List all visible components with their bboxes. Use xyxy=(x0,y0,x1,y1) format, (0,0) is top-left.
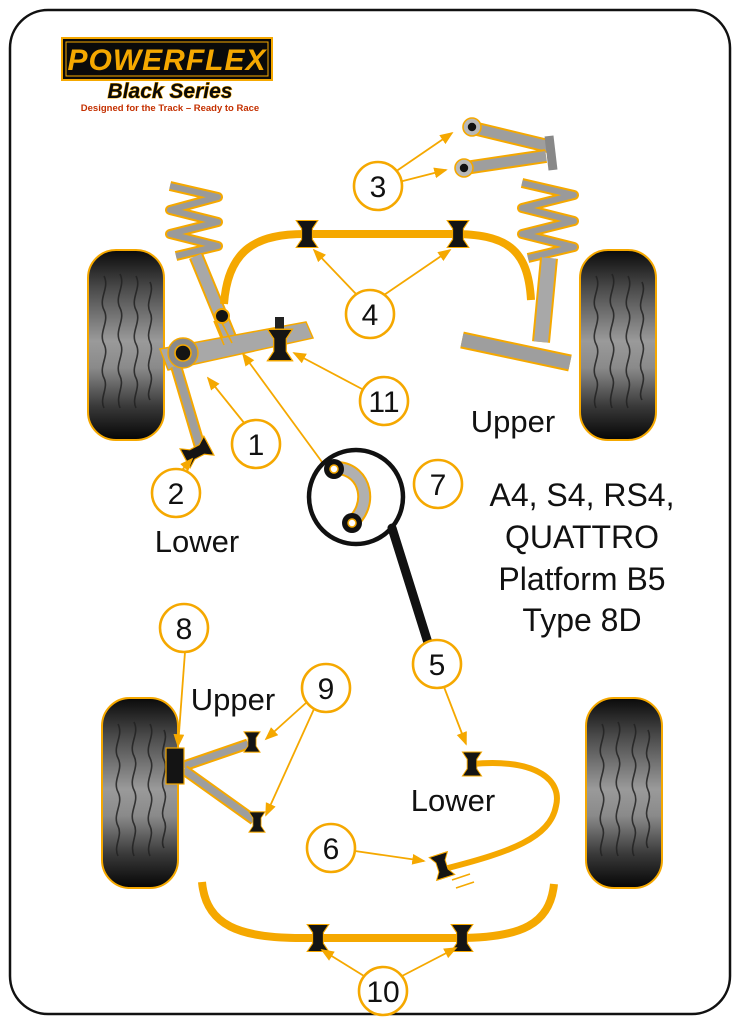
vehicle-line-1: A4, S4, RS4, xyxy=(490,477,675,513)
callout-6: 6 xyxy=(305,822,357,874)
front-right-spring xyxy=(517,178,579,263)
callout-11-number: 11 xyxy=(368,386,399,419)
callout-8-number: 8 xyxy=(176,613,193,646)
rear-left-tire xyxy=(101,697,179,889)
callout-8: 8 xyxy=(158,602,210,654)
rear-lower-label: Lower xyxy=(411,783,495,818)
drop-link-magnifier xyxy=(241,352,434,651)
upper-arm-bush-2 xyxy=(454,158,474,178)
front-suspension xyxy=(87,117,657,469)
callout-2-number: 2 xyxy=(168,478,185,511)
front-right-tire xyxy=(579,249,657,441)
callout-10-number: 10 xyxy=(366,976,399,1009)
front-lower-label: Lower xyxy=(155,524,239,559)
rear-upper-wishbone xyxy=(165,731,266,833)
callout-9-number: 9 xyxy=(318,673,335,706)
magnifier-handle xyxy=(387,523,434,651)
callout-10: 10 xyxy=(357,965,409,1017)
powerflex-logo: POWERFLEX Black Series Designed for the … xyxy=(61,37,273,114)
front-left-tire xyxy=(87,249,165,441)
rear-upper-label: Upper xyxy=(191,682,275,717)
callout-7-number: 7 xyxy=(430,469,447,502)
logo-series-text: Black Series xyxy=(108,80,233,103)
callout-1: 1 xyxy=(230,418,282,470)
bushing-8 xyxy=(165,747,185,785)
rear-right-tire xyxy=(585,697,663,889)
vehicle-model-text: A4, S4, RS4, QUATTRO Platform B5 Type 8D xyxy=(490,477,675,638)
text-labels: Upper Lower Upper Lower A4, S4, RS4, QUA… xyxy=(155,404,675,818)
front-right-lower-arm xyxy=(460,331,572,372)
rear-lower-arm xyxy=(428,751,560,889)
vehicle-line-4: Type 8D xyxy=(522,602,641,638)
front-left-spring xyxy=(165,181,223,261)
logo-box xyxy=(61,37,273,81)
callout-2: 2 xyxy=(150,467,202,519)
front-right-strut xyxy=(532,257,558,343)
upper-arm-bush-1 xyxy=(462,117,482,137)
callouts: 1 2 3 4 5 6 7 8 xyxy=(150,160,464,1017)
callout-arrows xyxy=(173,131,467,977)
front-anti-roll-bar xyxy=(220,219,535,305)
callout-4: 4 xyxy=(344,288,396,340)
callout-9: 9 xyxy=(300,662,352,714)
front-upper-label: Upper xyxy=(471,404,555,439)
rear-anti-roll-bar xyxy=(198,881,558,953)
logo-tagline-text: Designed for the Track – Ready to Race xyxy=(81,103,259,114)
callout-1-number: 1 xyxy=(248,429,265,462)
callout-11: 11 xyxy=(358,375,410,427)
bushing-11-bracket xyxy=(275,317,284,333)
rear-suspension xyxy=(101,697,663,953)
hub-bushing-inner xyxy=(174,344,192,362)
callout-7: 7 xyxy=(412,458,464,510)
callout-3-number: 3 xyxy=(370,171,387,204)
callout-5: 5 xyxy=(411,638,463,690)
pivot-bushing xyxy=(214,308,230,324)
vehicle-line-2: QUATTRO xyxy=(505,519,659,555)
logo-brand-text: POWERFLEX xyxy=(67,44,267,77)
front-upper-arms xyxy=(454,117,558,178)
callout-6-number: 6 xyxy=(323,833,340,866)
callout-5-number: 5 xyxy=(429,649,446,682)
front-left-lower-arm xyxy=(158,308,315,469)
callout-3: 3 xyxy=(352,160,404,212)
callout-4-number: 4 xyxy=(362,299,379,332)
vehicle-line-3: Platform B5 xyxy=(498,561,665,597)
